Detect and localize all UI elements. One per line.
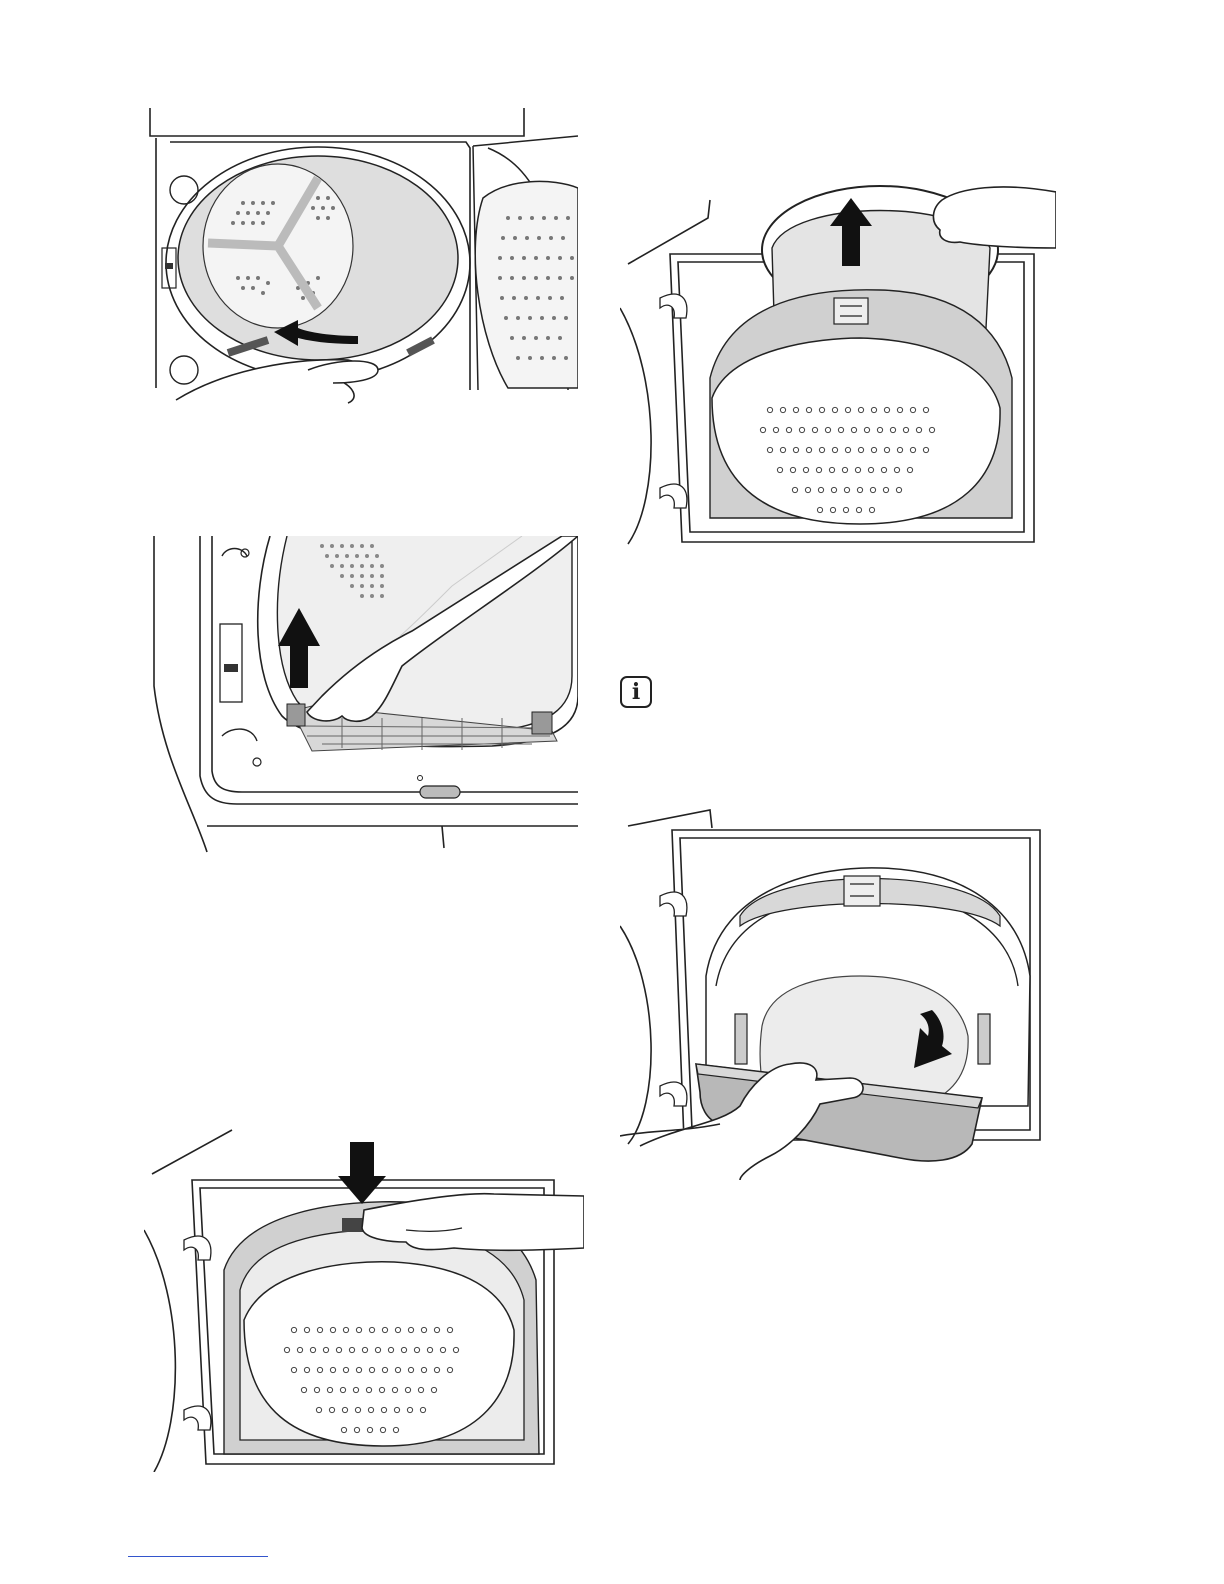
figure-pull-filter-out <box>620 178 1056 550</box>
arrow-down-icon <box>338 1142 386 1204</box>
info-icon: i <box>620 676 652 708</box>
figure-press-latch <box>144 1120 584 1472</box>
footer-rule <box>128 1556 268 1557</box>
figure-rotate-filter <box>148 108 578 408</box>
figure-open-filter <box>620 806 1062 1180</box>
figure-lift-filter <box>152 536 578 854</box>
